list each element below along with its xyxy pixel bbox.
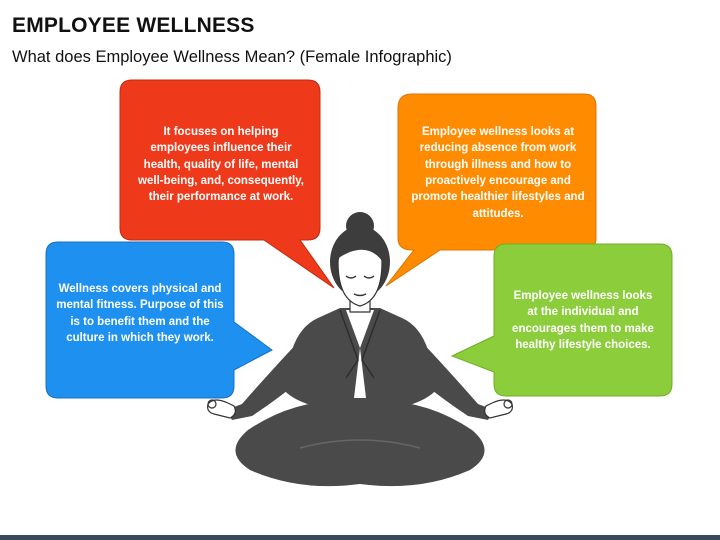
orange-speech-bubble (385, 93, 597, 287)
green-speech-bubble (450, 243, 673, 397)
page-subtitle: What does Employee Wellness Mean? (Femal… (12, 48, 452, 66)
orange-bubble-text: Employee wellness looks at reducing abse… (411, 126, 585, 220)
blue-bubble-text: Wellness covers physical and mental fitn… (56, 283, 224, 344)
bottom-bar (0, 535, 720, 540)
red-speech-bubble (119, 79, 335, 289)
blue-speech-bubble (45, 241, 273, 399)
green-bubble-text: Employee wellness looks at the individua… (512, 290, 654, 351)
meditating-woman-icon (207, 212, 513, 487)
red-bubble-text: It focuses on helping employees influenc… (138, 126, 304, 204)
page-title: EMPLOYEE WELLNESS (12, 14, 255, 37)
